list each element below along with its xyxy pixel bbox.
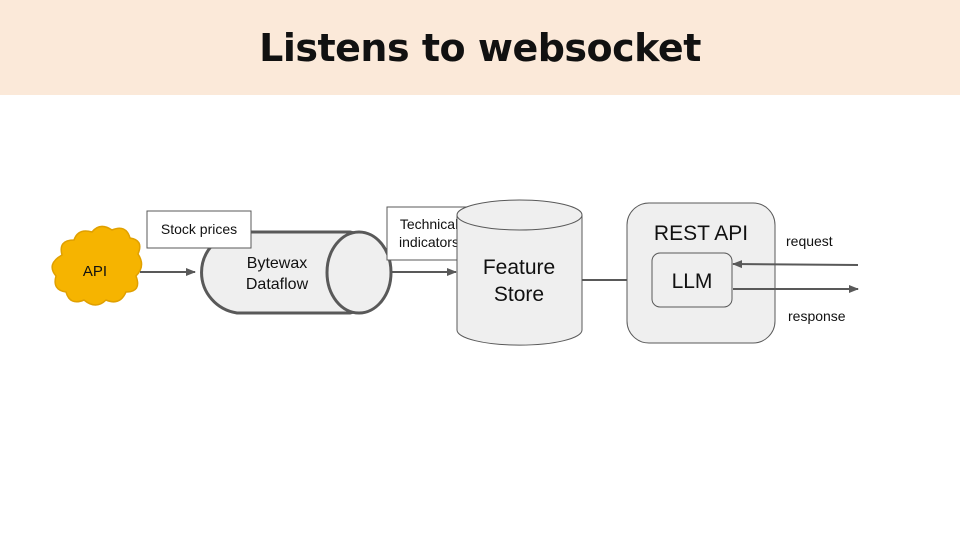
cloud-shape (51, 225, 143, 306)
llm-node: LLM (651, 252, 733, 308)
api-cloud-node: API (51, 225, 143, 306)
cylinder-top (456, 199, 583, 231)
stock-prices-callout: Stock prices (146, 210, 252, 249)
rest-api-label: REST API (654, 222, 748, 245)
cylinder-body (456, 215, 583, 346)
bytewax-label-line1: Bytewax (247, 255, 307, 272)
feature-store-label-line1: Feature (483, 256, 555, 279)
bytewax-label-line2: Dataflow (246, 276, 309, 293)
title-banner (0, 0, 960, 95)
stock-prices-label: Stock prices (161, 221, 237, 237)
api-label: API (83, 263, 107, 280)
feature-store-label-line2: Store (494, 283, 544, 306)
cylinder-end-cap (325, 230, 393, 315)
bytewax-dataflow-node: Bytewax Dataflow (200, 230, 393, 315)
technical-label-line1: Technical (400, 216, 458, 232)
slide-title: Listens to websocket (259, 25, 701, 70)
arrow-request (732, 260, 859, 269)
feature-store-node: Feature Store (456, 199, 583, 346)
response-label: response (788, 308, 846, 324)
technical-label-line2: indicators (399, 234, 459, 250)
llm-label: LLM (672, 270, 713, 293)
request-label: request (786, 233, 833, 249)
